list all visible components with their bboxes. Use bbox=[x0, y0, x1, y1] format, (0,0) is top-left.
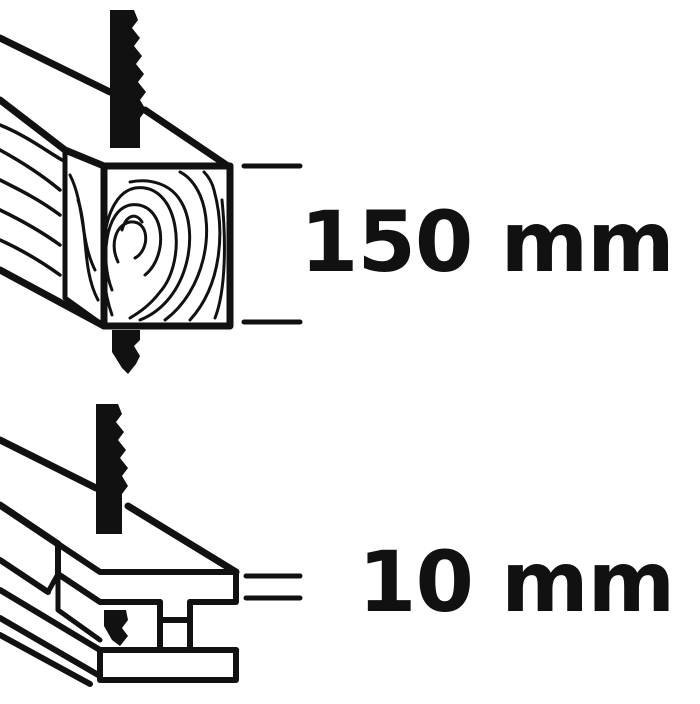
wooden-beam-icon bbox=[0, 34, 234, 330]
wood-cut-depth-label: 150 mm bbox=[300, 193, 675, 291]
dimension-marker-icon bbox=[241, 163, 303, 325]
jigsaw-blade-icon bbox=[96, 404, 128, 646]
dimension-marker-icon bbox=[243, 573, 303, 601]
metal-cut-depth-label: 10 mm bbox=[358, 533, 675, 631]
jigsaw-blade-icon bbox=[110, 10, 146, 374]
i-beam-profile-icon bbox=[0, 436, 240, 687]
